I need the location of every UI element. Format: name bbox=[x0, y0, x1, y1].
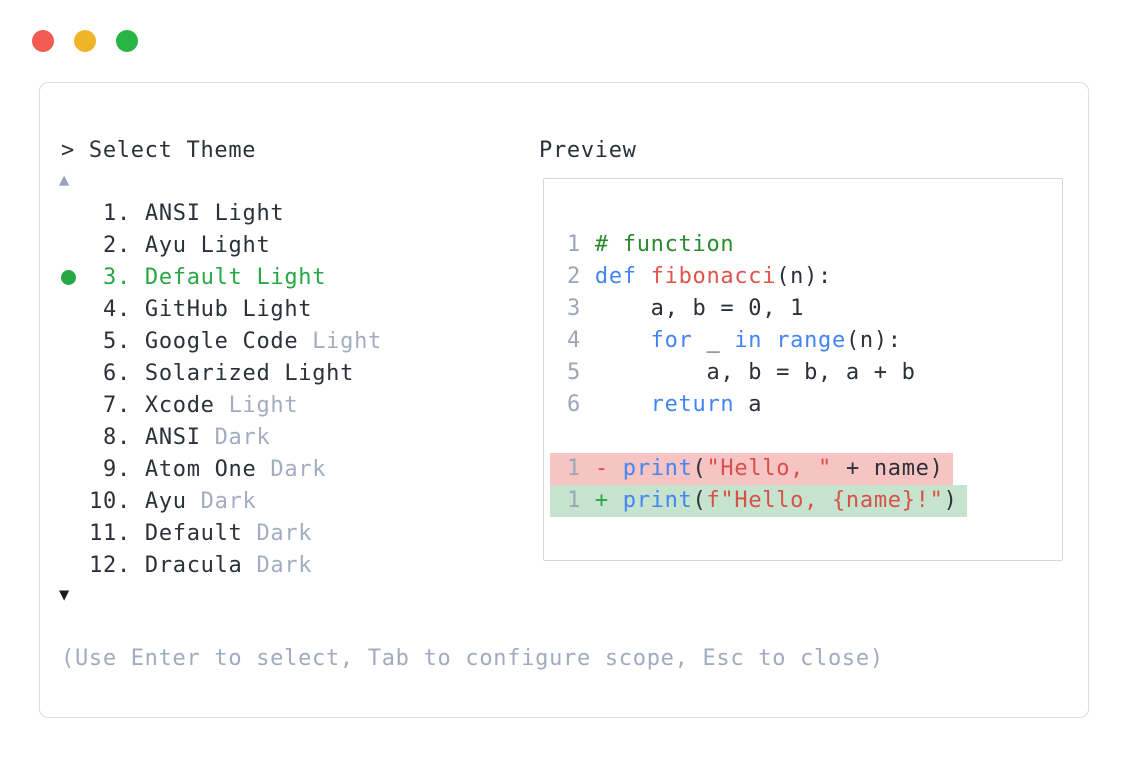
theme-variant-muted: Dark bbox=[200, 424, 271, 450]
theme-number: 1 bbox=[103, 200, 117, 226]
code-preview: 1 # function 2 def fibonacci(n): 3 a, b = … bbox=[544, 179, 1062, 517]
theme-number: 12 bbox=[89, 552, 117, 578]
theme-list-item[interactable]: 7. Xcode Light bbox=[58, 389, 382, 421]
theme-number: 9 bbox=[103, 456, 117, 482]
theme-variant-muted: Dark bbox=[256, 456, 327, 482]
theme-list-item[interactable]: 6. Solarized Light bbox=[58, 357, 382, 389]
theme-number: 10 bbox=[89, 488, 117, 514]
theme-number-separator: . bbox=[117, 232, 145, 258]
theme-list-item[interactable]: 1. ANSI Light bbox=[58, 197, 382, 229]
diff-line-added: 1 + print(f"Hello, {name}!") bbox=[550, 485, 1062, 517]
footer-hint: (Use Enter to select, Tab to configure s… bbox=[61, 646, 884, 671]
theme-number: 2 bbox=[103, 232, 117, 258]
theme-number-separator: . bbox=[117, 360, 145, 386]
theme-number: 8 bbox=[103, 424, 117, 450]
preview-label: Preview bbox=[539, 138, 637, 163]
theme-name: Default Light bbox=[144, 264, 327, 290]
theme-list-item[interactable]: 8. ANSI Dark bbox=[58, 421, 382, 453]
theme-number: 6 bbox=[103, 360, 117, 386]
theme-name: Ayu bbox=[144, 488, 187, 514]
window-controls bbox=[32, 30, 138, 52]
code-line: 4 for _ in range(n): bbox=[567, 328, 902, 353]
theme-name: ANSI bbox=[144, 424, 201, 450]
theme-number: 7 bbox=[103, 392, 117, 418]
theme-variant-muted: Dark bbox=[186, 488, 257, 514]
theme-number-separator: . bbox=[117, 264, 145, 290]
theme-list-item[interactable]: 4. GitHub Light bbox=[58, 293, 382, 325]
scroll-down-icon[interactable]: ▼ bbox=[59, 585, 70, 605]
theme-variant-muted: Light bbox=[214, 392, 299, 418]
code-line: 3 a, b = 0, 1 bbox=[567, 296, 805, 321]
theme-number-separator: . bbox=[117, 296, 145, 322]
theme-variant-muted: Light bbox=[298, 328, 382, 354]
theme-number-separator: . bbox=[117, 456, 145, 482]
theme-name: Dracula bbox=[144, 552, 243, 578]
theme-number: 3 bbox=[103, 264, 117, 290]
theme-name: GitHub Light bbox=[144, 296, 313, 322]
theme-number-separator: . bbox=[117, 552, 145, 578]
code-line bbox=[567, 421, 1062, 453]
selected-dot-icon bbox=[58, 269, 89, 285]
theme-name: Solarized Light bbox=[144, 360, 355, 386]
theme-number-separator: . bbox=[117, 520, 145, 546]
theme-number: 11 bbox=[89, 520, 117, 546]
traffic-light-zoom-button[interactable] bbox=[116, 30, 138, 52]
theme-list-item[interactable]: 5. Google Code Light bbox=[58, 325, 382, 357]
theme-list-item[interactable]: 10. Ayu Dark bbox=[58, 485, 382, 517]
theme-list-item[interactable]: 11. Default Dark bbox=[58, 517, 382, 549]
theme-number: 5 bbox=[103, 328, 117, 354]
theme-name: Google Code bbox=[144, 328, 299, 354]
theme-number-separator: . bbox=[117, 392, 145, 418]
traffic-light-minimize-button[interactable] bbox=[74, 30, 96, 52]
code-line: 2 def fibonacci(n): bbox=[567, 264, 832, 289]
code-line: 1 # function bbox=[567, 232, 735, 257]
theme-name: ANSI Light bbox=[144, 200, 285, 226]
theme-list-item[interactable]: 12. Dracula Dark bbox=[58, 549, 382, 581]
diff-line-removed: 1 - print("Hello, " + name) bbox=[550, 453, 1062, 485]
theme-list-item[interactable]: 9. Atom One Dark bbox=[58, 453, 382, 485]
preview-pane: 1 # function 2 def fibonacci(n): 3 a, b = … bbox=[543, 178, 1063, 561]
theme-list-item[interactable]: 3. Default Light bbox=[58, 261, 382, 293]
theme-name: Atom One bbox=[144, 456, 257, 482]
theme-number-separator: . bbox=[117, 488, 145, 514]
theme-number-separator: . bbox=[117, 200, 145, 226]
theme-name: Xcode bbox=[144, 392, 215, 418]
theme-number-separator: . bbox=[117, 424, 145, 450]
scroll-up-icon[interactable]: ▲ bbox=[59, 170, 70, 190]
traffic-light-close-button[interactable] bbox=[32, 30, 54, 52]
theme-name: Default bbox=[144, 520, 243, 546]
code-line: 5 a, b = b, a + b bbox=[567, 360, 916, 385]
theme-list-item[interactable]: 2. Ayu Light bbox=[58, 229, 382, 261]
theme-variant-muted: Dark bbox=[242, 520, 313, 546]
prompt-title: > Select Theme bbox=[61, 138, 257, 163]
theme-name: Ayu Light bbox=[144, 232, 271, 258]
theme-number: 4 bbox=[103, 296, 117, 322]
theme-variant-muted: Dark bbox=[242, 552, 313, 578]
theme-number-separator: . bbox=[117, 328, 145, 354]
code-line: 6 return a bbox=[567, 392, 763, 417]
